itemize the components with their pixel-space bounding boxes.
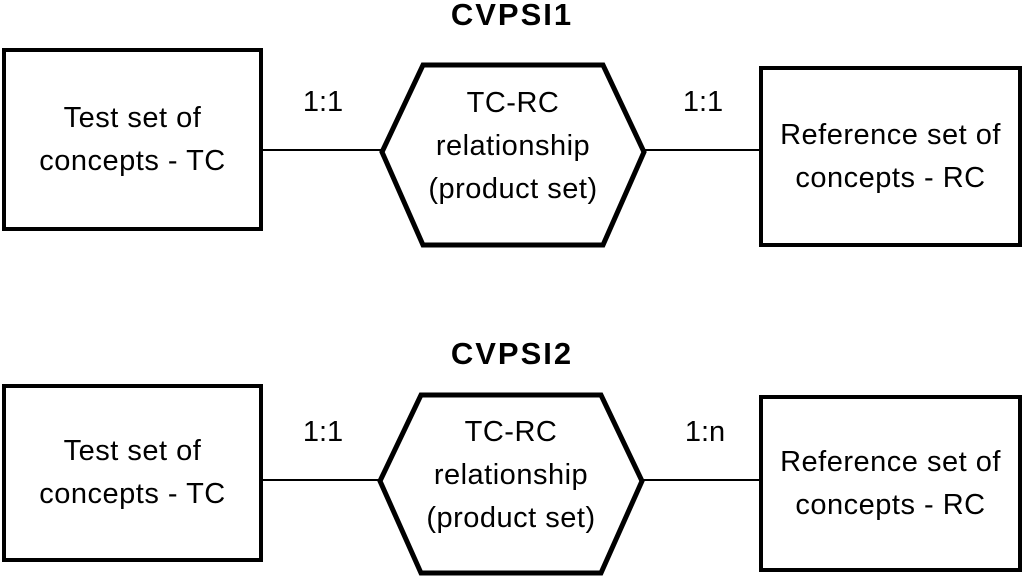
diagram1-reference-set-label: Reference set of concepts - RC <box>780 114 1001 200</box>
diagram2-reference-set-label-line1: Reference set of <box>780 445 1001 478</box>
diagram2-reference-set-label-line2: concepts - RC <box>795 488 986 521</box>
diagram2-relationship-label: TC-RC relationship (product set) <box>377 392 645 576</box>
diagram2-relationship-label-line3: (product set) <box>426 501 596 534</box>
diagram1-left-cardinality-label: 1:1 <box>302 86 344 118</box>
diagram1-left-connector-line <box>263 149 382 151</box>
diagram1-hexagon-outline <box>379 62 647 248</box>
diagram2-reference-set-entity-box: Reference set of concepts - RC <box>759 395 1022 572</box>
diagram2-title: CVPSI2 <box>450 336 574 371</box>
diagram2-test-set-label: Test set of concepts - TC <box>39 430 225 516</box>
diagram1-reference-set-label-line1: Reference set of <box>780 118 1001 151</box>
diagram2-test-set-label-line2: concepts - TC <box>39 478 226 510</box>
diagram1-relationship-label-line1: TC-RC <box>466 86 560 119</box>
diagram2-relationship-label-line2: relationship <box>433 458 589 491</box>
diagram1-reference-set-label-line2: concepts - RC <box>795 161 986 194</box>
diagram2-right-cardinality-label: 1:n <box>684 416 726 448</box>
diagram1-right-connector-line <box>644 149 760 151</box>
diagram2-reference-set-label: Reference set of concepts - RC <box>780 441 1001 527</box>
diagram2-test-set-label-line1: Test set of <box>63 435 202 467</box>
diagram1-test-set-entity-box: Test set of concepts - TC <box>2 48 263 231</box>
diagram1-relationship-label-line3: (product set) <box>428 172 598 205</box>
diagram1-test-set-label: Test set of concepts - TC <box>39 97 225 183</box>
diagram2-relationship-hexagon <box>377 392 645 576</box>
diagram2-relationship-label-line1: TC-RC <box>464 415 558 448</box>
diagram1-right-cardinality-label: 1:1 <box>682 86 724 118</box>
diagram1-title: CVPSI1 <box>450 0 574 32</box>
diagram2-test-set-entity-box: Test set of concepts - TC <box>2 384 263 562</box>
diagram1-reference-set-entity-box: Reference set of concepts - RC <box>759 66 1022 247</box>
diagram1-relationship-hexagon <box>379 62 647 248</box>
diagram1-test-set-label-line1: Test set of <box>63 101 202 134</box>
diagram2-hexagon-outline <box>377 392 645 576</box>
diagram1-relationship-label: TC-RC relationship (product set) <box>379 62 647 248</box>
diagram2-left-cardinality-label: 1:1 <box>302 416 344 448</box>
diagram1-test-set-label-line2: concepts - TC <box>39 144 226 177</box>
diagram2-right-connector-line <box>642 479 759 481</box>
diagram2-left-connector-line <box>263 479 380 481</box>
diagram1-relationship-label-line2: relationship <box>435 129 591 162</box>
